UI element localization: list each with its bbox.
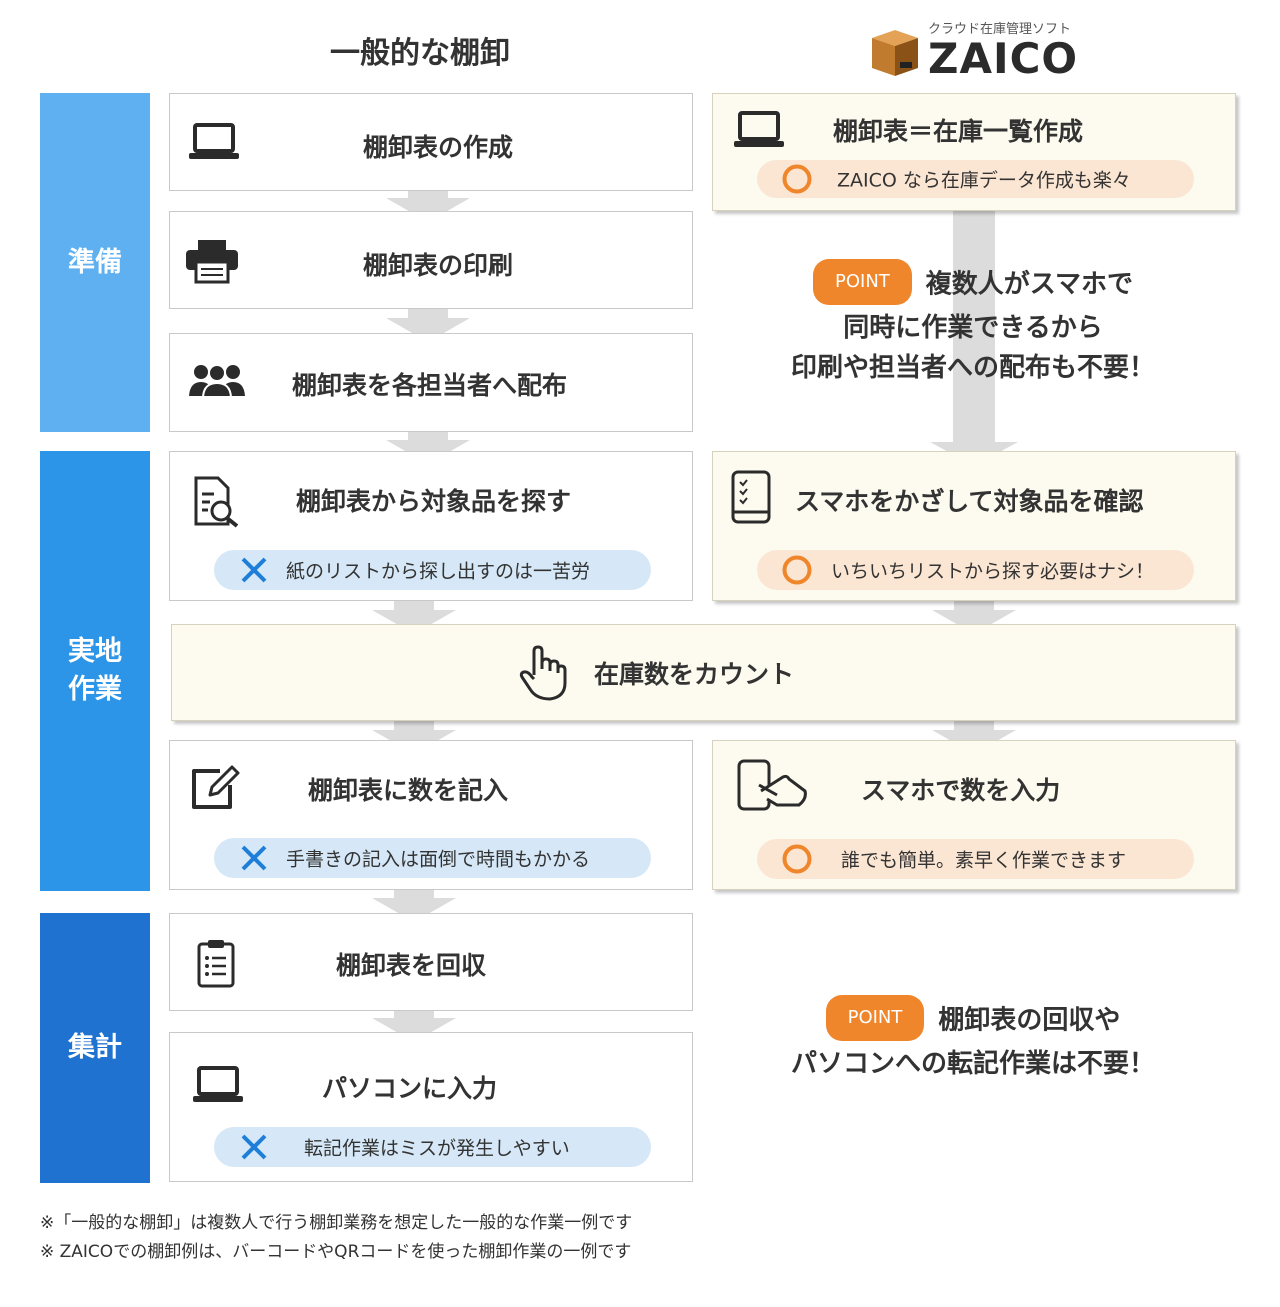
laptop-icon [734, 111, 784, 147]
point-text-line: 棚卸表の回収や [938, 1005, 1121, 1036]
zaico-step-input-title: スマホで数を入力 [861, 776, 1061, 805]
phase-field-label-2: 作業 [68, 674, 122, 705]
shared-step-count: 在庫数をカウント [171, 624, 1236, 721]
laptop-icon [193, 1066, 243, 1102]
general-step-distribute-title: 棚卸表を各担当者へ配布 [292, 371, 568, 400]
phase-field-work: 実地 作業 [40, 451, 150, 891]
zaico-logo: クラウド在庫管理ソフト ZAICO [868, 18, 1088, 83]
circle-mark-icon [782, 164, 812, 194]
cross-mark-icon [241, 557, 267, 583]
issue-pill: 紙のリストから探し出すのは一苦労 [214, 550, 651, 590]
benefit-text: 誰でも簡単。素早く作業できます [841, 849, 1127, 872]
phase-aggregate-label: 集計 [68, 1032, 122, 1063]
point-badge: POINT [825, 995, 925, 1041]
general-step-record: 棚卸表に数を記入 手書きの記入は面倒で時間もかかる [169, 740, 693, 890]
phase-prepare: 準備 [40, 93, 150, 432]
hand-pointer-icon [519, 645, 567, 701]
issue-pill: 転記作業はミスが発生しやすい [214, 1127, 651, 1167]
point-badge: POINT [812, 259, 912, 305]
general-step-search-title: 棚卸表から対象品を探す [296, 487, 572, 516]
people-icon [189, 364, 245, 398]
point-text-line: 複数人がスマホで [925, 269, 1134, 300]
general-step-create-title: 棚卸表の作成 [363, 133, 514, 162]
phase-field-label-1: 実地 [68, 636, 122, 667]
zaico-step-scan: スマホをかざして対象品を確認 いちいちリストから探す必要はナシ！ [712, 451, 1236, 601]
brand-tagline: クラウド在庫管理ソフト [928, 22, 1072, 37]
general-column-title: 一般的な棚卸 [330, 36, 510, 71]
issue-text: 手書きの記入は面倒で時間もかかる [286, 848, 591, 871]
issue-text: 紙のリストから探し出すのは一苦労 [286, 560, 591, 583]
box-logo-icon [872, 30, 918, 76]
footnote-1: ※「一般的な棚卸」は複数人で行う棚卸業務を想定した一般的な作業一例です [40, 1213, 633, 1233]
general-step-create: 棚卸表の作成 [169, 93, 693, 191]
issue-pill: 手書きの記入は面倒で時間もかかる [214, 838, 651, 878]
clipboard-icon [197, 940, 235, 988]
general-step-distribute: 棚卸表を各担当者へ配布 [169, 333, 693, 432]
tablet-checklist-icon [731, 470, 771, 524]
point-text-line: パソコンへの転記作業は不要！ [790, 1049, 1155, 1079]
search-document-icon [194, 476, 239, 528]
zaico-step-create-title: 棚卸表＝在庫一覧作成 [833, 117, 1084, 146]
general-step-pc-input-title: パソコンに入力 [322, 1074, 498, 1103]
general-step-pc-input: パソコンに入力 転記作業はミスが発生しやすい [169, 1032, 693, 1182]
general-step-print: 棚卸表の印刷 [169, 211, 693, 309]
printer-icon [186, 240, 238, 284]
benefit-pill: ZAICO なら在庫データ作成も楽々 [757, 160, 1194, 198]
benefit-pill: いちいちリストから探す必要はナシ！ [757, 550, 1194, 590]
phase-aggregate: 集計 [40, 913, 150, 1183]
general-step-record-title: 棚卸表に数を記入 [308, 776, 509, 805]
cross-mark-icon [241, 1134, 267, 1160]
zaico-step-scan-title: スマホをかざして対象品を確認 [795, 487, 1144, 516]
zaico-step-create: 棚卸表＝在庫一覧作成 ZAICO なら在庫データ作成も楽々 [712, 93, 1236, 211]
benefit-pill: 誰でも簡単。素早く作業できます [757, 839, 1194, 879]
point-callout-2: POINT 棚卸表の回収や パソコンへの転記作業は不要！ [740, 995, 1206, 1084]
phone-touch-icon [737, 759, 807, 811]
benefit-text: いちいちリストから探す必要はナシ！ [831, 560, 1155, 583]
zaico-step-input: スマホで数を入力 誰でも簡単。素早く作業できます [712, 740, 1236, 890]
benefit-text: ZAICO なら在庫データ作成も楽々 [837, 169, 1131, 192]
general-step-search: 棚卸表から対象品を探す 紙のリストから探し出すのは一苦労 [169, 451, 693, 601]
edit-icon [192, 765, 240, 809]
circle-mark-icon [782, 844, 812, 874]
issue-text: 転記作業はミスが発生しやすい [304, 1137, 570, 1160]
shared-step-count-title: 在庫数をカウント [594, 660, 795, 689]
footnote-2: ※ ZAICOでの棚卸例は、バーコードやQRコードを使った棚卸作業の一例です [40, 1242, 632, 1262]
cross-mark-icon [241, 845, 267, 871]
brand-name: ZAICO [928, 34, 1079, 83]
point-text-line: 同時に作業できるから [843, 313, 1103, 343]
circle-mark-icon [782, 555, 812, 585]
general-step-print-title: 棚卸表の印刷 [363, 251, 514, 280]
point-callout-1: POINT 複数人がスマホで 同時に作業できるから 印刷や担当者への配布も不要！ [738, 259, 1208, 388]
general-step-collect: 棚卸表を回収 [169, 913, 693, 1011]
point-text-line: 印刷や担当者への配布も不要！ [790, 353, 1155, 383]
phase-prepare-label: 準備 [68, 246, 122, 278]
general-step-collect-title: 棚卸表を回収 [336, 951, 487, 980]
laptop-icon [189, 123, 239, 159]
